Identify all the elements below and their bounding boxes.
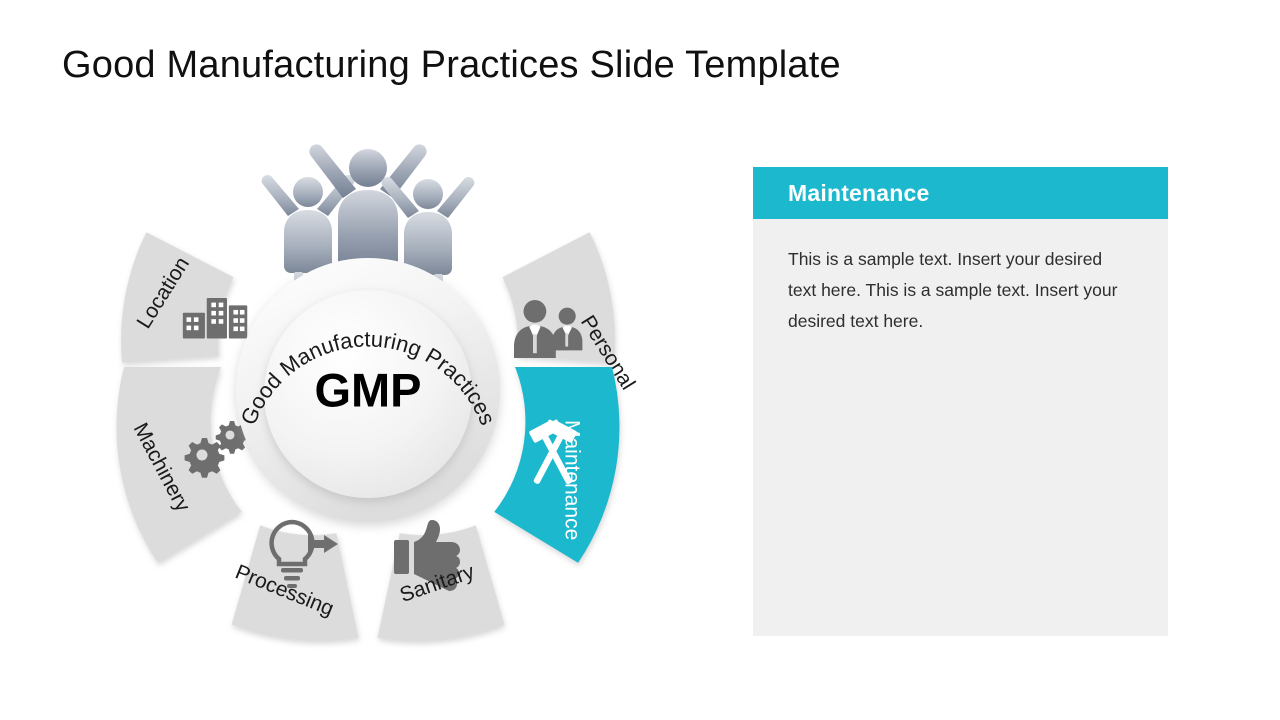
segment-location[interactable]: Location: [113, 226, 248, 363]
inner-disc: [264, 290, 472, 498]
lightbulb-plug-icon: [269, 519, 338, 588]
gmp-wheel-diagram: Location Personal: [88, 132, 658, 672]
crossed-hammers-icon: [529, 419, 577, 485]
segment-maintenance[interactable]: Maintenance: [494, 367, 620, 563]
gears-icon: [184, 421, 249, 478]
detail-panel: Maintenance This is a sample text. Inser…: [753, 167, 1168, 636]
segment-label-maintenance: Maintenance: [560, 420, 583, 540]
diagram-center-label: GMP: [314, 363, 421, 416]
detail-panel-title: Maintenance: [788, 180, 930, 206]
segment-sanitary[interactable]: Sanitary: [377, 520, 509, 646]
thumbs-up-icon: [394, 520, 460, 591]
segment-processing[interactable]: Processing: [226, 519, 359, 646]
detail-panel-body-text: This is a sample text. Insert your desir…: [788, 249, 1118, 331]
segment-machinery[interactable]: Machinery: [116, 367, 249, 563]
detail-panel-header: Maintenance: [753, 167, 1168, 219]
people-business-icon: [514, 300, 583, 358]
page-title: Good Manufacturing Practices Slide Templ…: [62, 44, 841, 86]
buildings-icon: [182, 298, 248, 339]
